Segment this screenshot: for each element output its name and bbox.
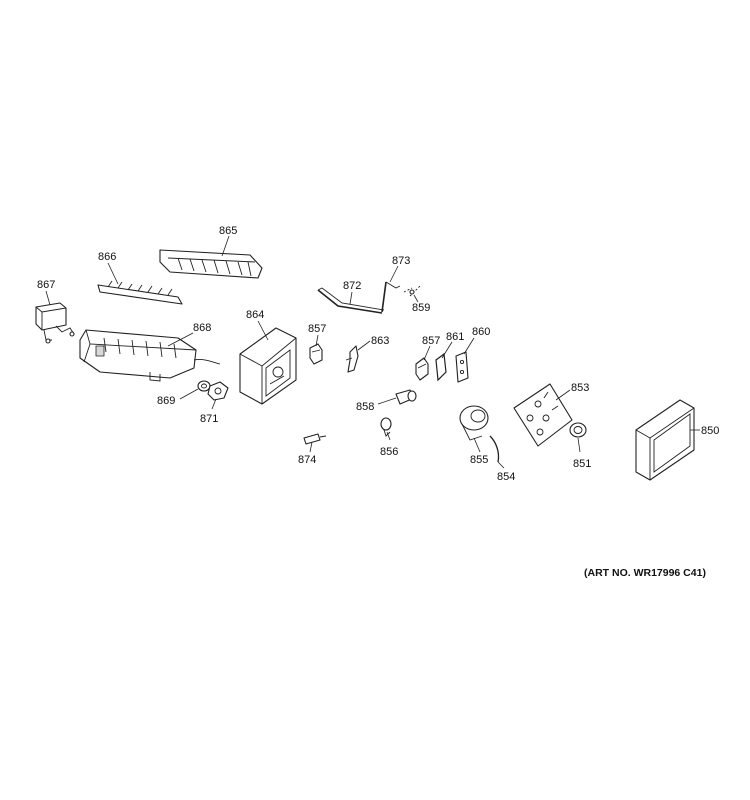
- part-860-drawing: [455, 351, 469, 383]
- label-855: 855: [470, 454, 488, 466]
- label-853: 853: [571, 382, 589, 394]
- label-851: 851: [573, 458, 591, 470]
- leader-851: [577, 437, 581, 453]
- leader-873: [389, 265, 399, 283]
- label-874: 874: [298, 454, 316, 466]
- leader-874: [309, 441, 313, 453]
- leader-868: [167, 332, 194, 347]
- label-854: 854: [497, 471, 515, 483]
- label-857a: 857: [308, 323, 326, 335]
- leader-861: [441, 341, 453, 359]
- label-857b: 857: [422, 335, 440, 347]
- label-861: 861: [446, 331, 464, 343]
- part-866-drawing: [97, 280, 183, 305]
- leader-865: [221, 235, 230, 257]
- part-874-drawing: [303, 433, 327, 445]
- leader-853: [555, 389, 571, 401]
- part-851-drawing: [569, 422, 587, 438]
- label-873: 873: [392, 255, 410, 267]
- art-number: (ART NO. WR17996 C41): [584, 567, 706, 579]
- part-861-drawing: [435, 352, 447, 382]
- part-853-drawing: [513, 383, 573, 447]
- part-854-drawing: [489, 435, 500, 463]
- leader-867: [45, 290, 51, 306]
- label-871: 871: [200, 413, 218, 425]
- label-864: 864: [246, 309, 264, 321]
- label-866: 866: [98, 251, 116, 263]
- part-873-drawing: [381, 281, 401, 313]
- label-869: 869: [157, 395, 175, 407]
- label-850: 850: [701, 425, 719, 437]
- leader-856: [386, 431, 391, 441]
- label-867: 867: [37, 279, 55, 291]
- part-859-drawing: [403, 285, 421, 297]
- leader-872: [349, 291, 353, 305]
- leader-855: [473, 437, 481, 453]
- part-857a-drawing: [309, 343, 323, 365]
- leader-871: [211, 398, 217, 410]
- part-856-drawing: [380, 417, 392, 437]
- part-863-drawing: [345, 345, 359, 373]
- part-868-drawing: [79, 329, 221, 382]
- leader-857b: [423, 345, 431, 361]
- part-867-drawing: [35, 302, 75, 344]
- label-856: 856: [380, 446, 398, 458]
- part-871-drawing: [207, 381, 229, 401]
- part-864-drawing: [239, 327, 297, 405]
- leader-864: [257, 320, 269, 341]
- label-865: 865: [219, 225, 237, 237]
- part-858-drawing: [395, 389, 417, 405]
- label-860: 860: [472, 326, 490, 338]
- leader-869: [179, 388, 199, 400]
- label-859: 859: [412, 302, 430, 314]
- part-857b-drawing: [415, 357, 429, 381]
- label-872: 872: [343, 280, 361, 292]
- leader-857a: [315, 334, 319, 347]
- part-850-drawing: [635, 399, 695, 481]
- leader-863: [357, 340, 371, 351]
- part-872-drawing: [317, 287, 385, 314]
- leader-854: [497, 461, 505, 469]
- part-865-drawing: [159, 249, 263, 279]
- leader-859: [413, 294, 419, 303]
- part-869-drawing: [197, 380, 211, 392]
- leader-860: [463, 337, 475, 355]
- label-863: 863: [371, 335, 389, 347]
- leader-858: [377, 397, 397, 405]
- label-858: 858: [356, 401, 374, 413]
- part-855-drawing: [459, 405, 489, 441]
- label-868: 868: [193, 322, 211, 334]
- leader-866: [107, 262, 119, 285]
